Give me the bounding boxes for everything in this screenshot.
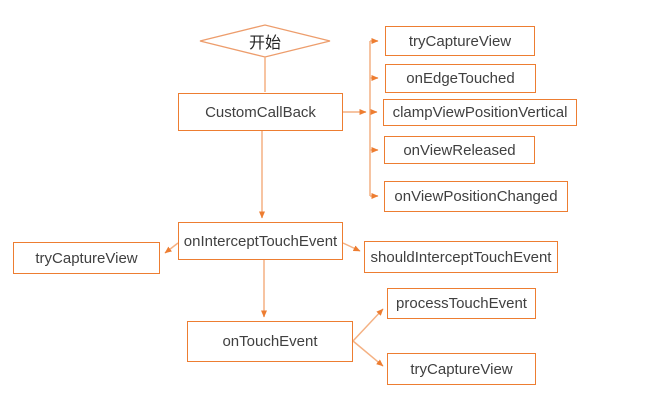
node-onintercepttouchevent: onInterceptTouchEvent [178, 222, 343, 260]
node-trycaptureview-top: tryCaptureView [385, 26, 535, 56]
edge-onintercepttouchevent-shouldintercepttouchevent [342, 242, 361, 252]
node-trycaptureview-bottom: tryCaptureView [387, 353, 536, 385]
edge-onintercepttouchevent-trycaptureview-left [164, 242, 179, 254]
edge-ontouchevent-trycaptureview-bottom [352, 340, 384, 367]
node-onviewreleased: onViewReleased [384, 136, 535, 164]
node-onviewpositionchanged: onViewPositionChanged [384, 181, 568, 212]
node-onedgetouched: onEdgeTouched [385, 64, 536, 93]
node-start: 开始 [248, 35, 281, 52]
node-processtouchevent: processTouchEvent [387, 288, 536, 319]
edge-ontouchevent-processtouchevent [352, 308, 384, 342]
node-ontouchevent: onTouchEvent [187, 321, 353, 362]
node-shouldintercepttouchevent: shouldInterceptTouchEvent [364, 241, 558, 273]
node-customcallback: CustomCallBack [178, 93, 343, 131]
node-clampviewpositionvertical: clampViewPositionVertical [383, 99, 577, 126]
node-trycaptureview-left: tryCaptureView [13, 242, 160, 274]
